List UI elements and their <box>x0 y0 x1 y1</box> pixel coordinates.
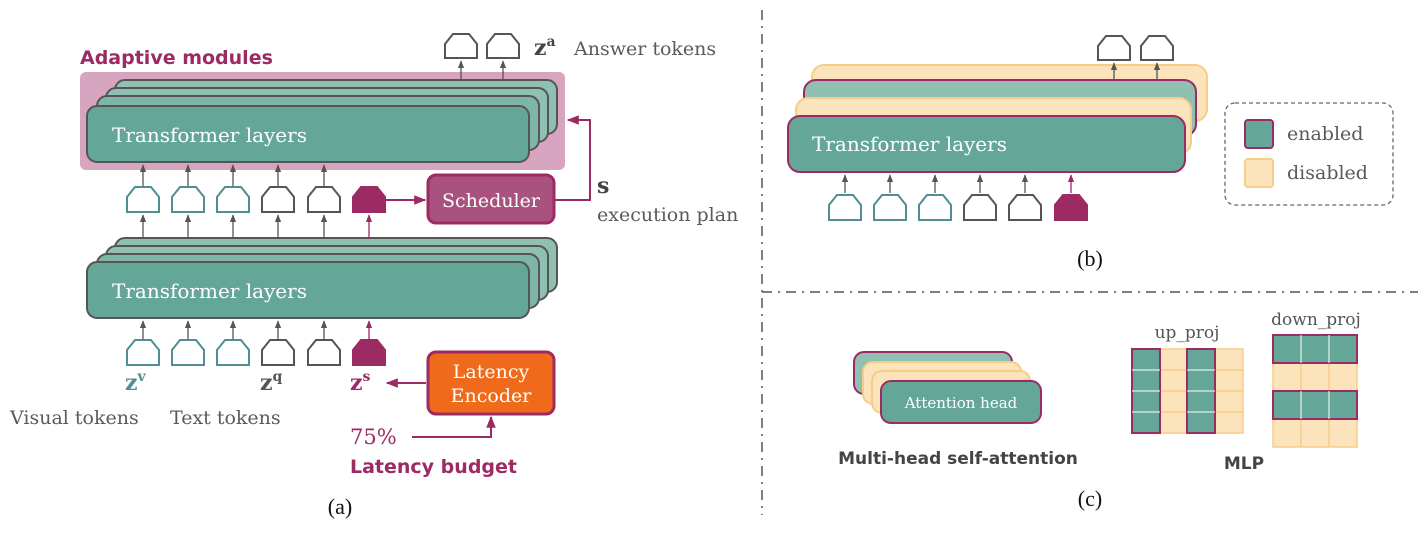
latency-encoder-box <box>426 350 556 416</box>
attention-heads: Attention head <box>853 351 1042 424</box>
visual-symbol: zv <box>125 369 147 396</box>
latency-encoder: Latency Encoder 75% Latency budget <box>350 350 556 478</box>
latency-symbol: zs <box>350 369 371 396</box>
budget-label: Latency budget <box>350 456 517 478</box>
legend-disabled-label: disabled <box>1287 162 1368 184</box>
plan-label: execution plan <box>597 204 738 226</box>
legend-enabled-label: enabled <box>1287 123 1363 145</box>
legend-enabled-swatch <box>1244 119 1274 149</box>
visual-tokens-label: Visual tokens <box>9 407 139 429</box>
upper-transformer-stack: Transformer layers <box>86 79 558 163</box>
caption-a: (a) <box>328 494 352 519</box>
caption-b: (b) <box>1077 246 1103 271</box>
answer-token-1 <box>444 33 478 59</box>
panel-b-layers-label: Transformer layers <box>812 132 1007 156</box>
latency-encoder-line2: Encoder <box>451 385 533 407</box>
lower-transformer-layers-label: Transformer layers <box>112 279 307 303</box>
middle-token-row <box>126 164 386 237</box>
lower-transformer-layers-box <box>86 261 530 319</box>
caption-c: (c) <box>1078 486 1102 511</box>
down-proj-matrix <box>1272 334 1358 448</box>
answer-token-2 <box>486 33 520 59</box>
plan-symbol: s <box>597 173 609 199</box>
answer-tokens-label: Answer tokens <box>573 38 716 60</box>
latency-encoder-line1: Latency <box>453 361 530 383</box>
scheduler-label: Scheduler <box>442 190 541 212</box>
text-symbol: zq <box>260 369 283 396</box>
scheduler-box <box>426 173 556 225</box>
upper-transformer-layers-box <box>86 105 530 163</box>
adaptive-modules-label: Adaptive modules <box>80 47 273 69</box>
panel-b-layers-box <box>787 115 1186 173</box>
panel-b: Transformer layers enabled disabled (b) <box>787 35 1394 271</box>
up-proj-matrix <box>1131 348 1244 434</box>
attention-head-label: Attention head <box>904 394 1018 412</box>
legend: enabled disabled <box>1224 102 1394 206</box>
down-proj-label: down_proj <box>1271 310 1361 330</box>
input-token-row: zv zq zs Visual tokens Text tokens <box>9 320 386 429</box>
scheduler: Scheduler s execution plan <box>386 115 738 226</box>
mlp-label: MLP <box>1224 454 1264 474</box>
mhsa-label: Multi-head self-attention <box>838 449 1078 469</box>
panel-c: Attention head Multi-head self-attention… <box>838 310 1361 511</box>
panel-a: Adaptive modules Transformer layers za A… <box>9 33 738 519</box>
legend-disabled-swatch <box>1244 158 1274 188</box>
budget-value: 75% <box>350 425 397 449</box>
upper-transformer-layers-label: Transformer layers <box>112 123 307 147</box>
answer-symbol: za <box>534 34 556 61</box>
attention-head-box <box>880 380 1042 424</box>
latency-token-input <box>352 339 386 366</box>
text-tokens-label: Text tokens <box>170 407 281 429</box>
answer-tokens: za Answer tokens <box>444 33 716 80</box>
latency-token-middle <box>352 186 386 213</box>
up-proj-label: up_proj <box>1155 323 1220 343</box>
lower-transformer-stack: Transformer layers <box>86 237 558 319</box>
